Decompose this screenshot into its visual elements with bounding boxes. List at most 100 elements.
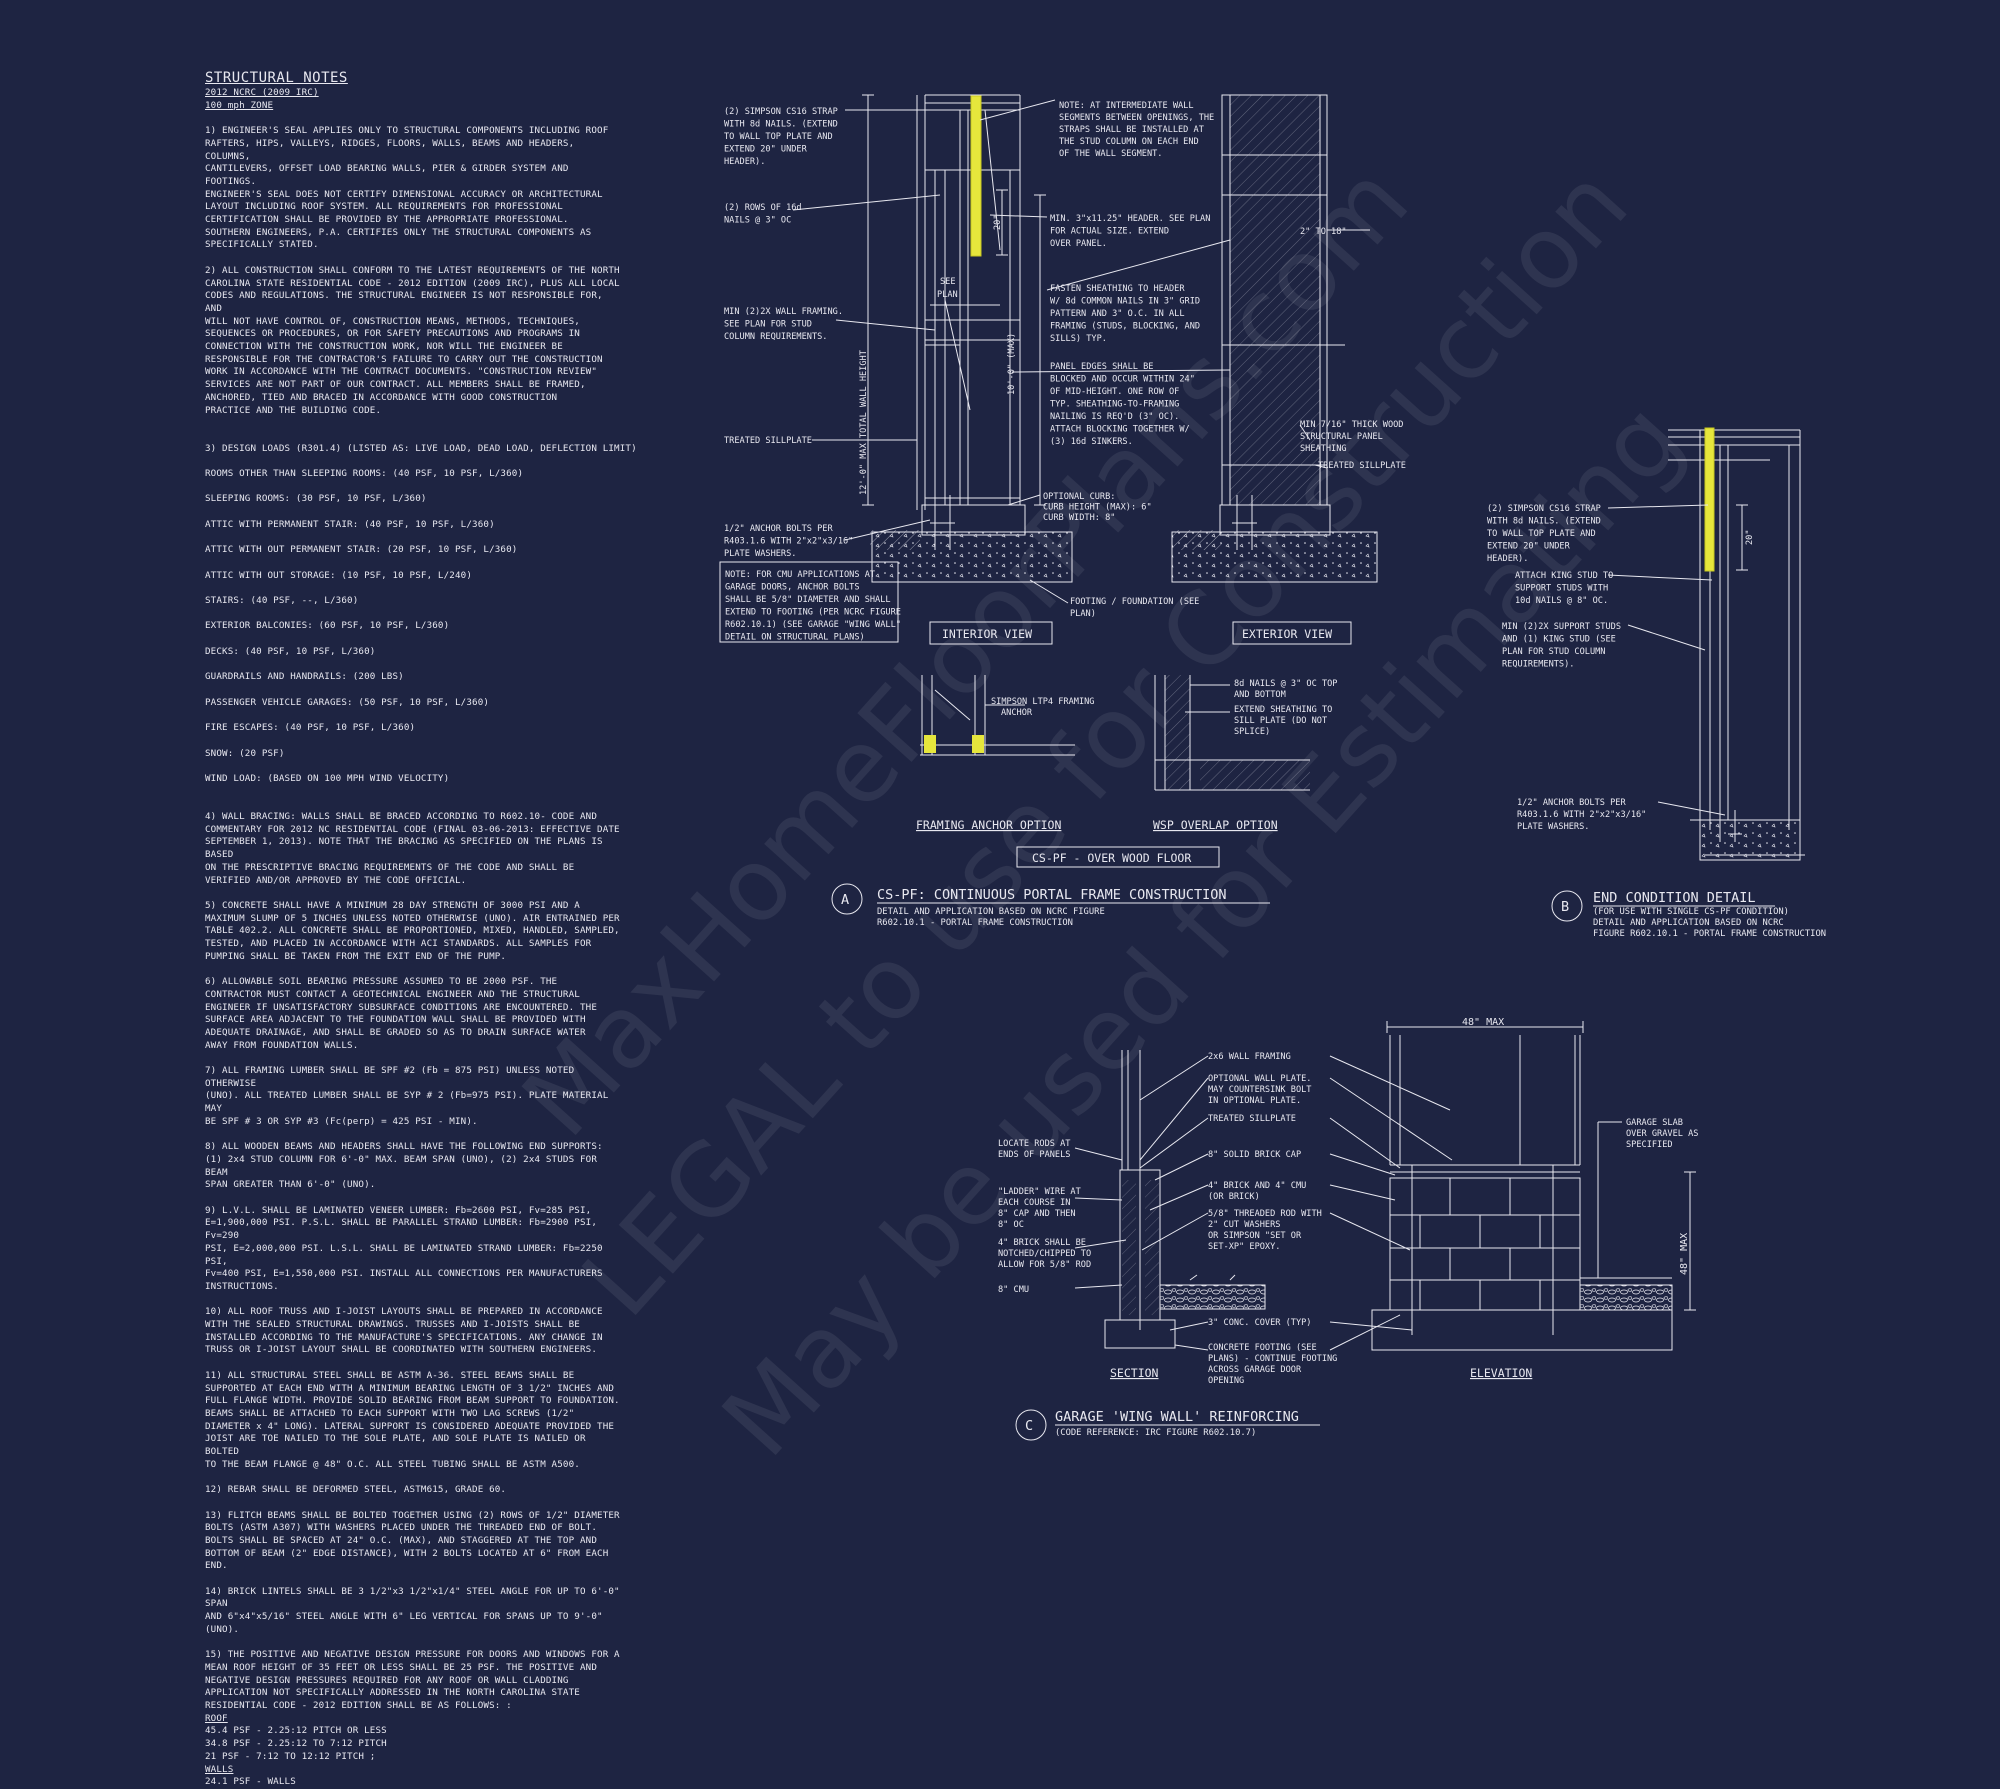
roof-heading: ROOF xyxy=(205,1712,228,1724)
note-3-line: GUARDRAILS AND HANDRAILS: (200 LBS) xyxy=(205,671,404,683)
notes-zone: 100 mph ZONE xyxy=(205,99,274,111)
detail-a-view-labels: INTERIOR VIEW EXTERIOR VIEW FRAMING ANCH… xyxy=(916,627,1332,865)
roof-line: 21 PSF - 7:12 TO 12:12 PITCH ; xyxy=(205,1750,376,1762)
label-panel-edges: PANEL EDGES SHALL BE BLOCKED AND OCCUR W… xyxy=(1050,362,1200,447)
note-13: 13) FLITCH BEAMS SHALL BE BOLTED TOGETHE… xyxy=(205,1509,620,1572)
label-optional-plate: OPTIONAL WALL PLATE. MAY COUNTERSINK BOL… xyxy=(1208,1074,1317,1106)
note-9: 9) L.V.L. SHALL BE LAMINATED VENEER LUMB… xyxy=(205,1204,603,1292)
label-cmu-note: NOTE: FOR CMU APPLICATIONS AT GARAGE DOO… xyxy=(725,570,906,643)
label-conc-cover: 3" CONC. COVER (TYP) xyxy=(1208,1318,1311,1328)
label-optional-curb: OPTIONAL CURB: CURB HEIGHT (MAX): 6" CUR… xyxy=(1043,492,1157,523)
note-3-line: ATTIC WITH OUT PERMANENT STAIR: (20 PSF,… xyxy=(205,544,518,556)
dim-2-to-18: 2" TO 18" xyxy=(1300,227,1347,237)
note-3-line: FIRE ESCAPES: (40 PSF, 10 PSF, L/360) xyxy=(205,722,416,734)
note-3-head: 3) DESIGN LOADS (R301.4) (LISTED AS: LIV… xyxy=(205,442,637,454)
label-anchor-bolts: 1/2" ANCHOR BOLTS PER R403.1.6 WITH 2"x2… xyxy=(724,524,859,559)
note-11: 11) ALL STRUCTURAL STEEL SHALL BE ASTM A… xyxy=(205,1369,620,1470)
note-3-line: EXTERIOR BALCONIES: (60 PSF, 10 PSF, L/3… xyxy=(205,620,450,632)
label-nail-rows: (2) ROWS OF 16d NAILS @ 3" OC xyxy=(724,203,807,226)
note-5: 5) CONCRETE SHALL HAVE A MINIMUM 28 DAY … xyxy=(205,899,620,962)
note-6: 6) ALLOWABLE SOIL BEARING PRESSURE ASSUM… xyxy=(205,976,598,1051)
detail-b-sub2: DETAIL AND APPLICATION BASED ON NCRC xyxy=(1593,918,1784,928)
note-3-line: ROOMS OTHER THAN SLEEPING ROOMS: (40 PSF… xyxy=(205,468,524,480)
dim-20in-b: 20" xyxy=(1745,529,1755,545)
detail-b-sub1: (FOR USE WITH SINGLE CS-PF CONDITION) xyxy=(1593,907,1789,917)
label-brick-notched: 4" BRICK SHALL BE NOTCHED/CHIPPED TO ALL… xyxy=(998,1238,1096,1270)
label-min-sheathing: MIN 7/16" THICK WOOD STRUCTURAL PANEL SH… xyxy=(1300,420,1409,454)
detail-c-view-labels: SECTION ELEVATION xyxy=(1110,1366,1532,1380)
detail-c-sub1: (CODE REFERENCE: IRC FIGURE R602.10.7) xyxy=(1055,1428,1256,1438)
detail-a-labels: (2) SIMPSON CS16 STRAP WITH 8d NAILS. (E… xyxy=(724,101,1409,737)
dim-48-max-vertical: 48" MAX xyxy=(1679,1233,1690,1275)
detail-b-circle xyxy=(1551,890,1583,922)
label-threaded-rod: 5/8" THREADED ROD WITH 2" CUT WASHERS OR… xyxy=(1208,1209,1327,1252)
note-12: 12) REBAR SHALL BE DEFORMED STEEL, ASTM6… xyxy=(205,1484,507,1496)
note-3-line: STAIRS: (40 PSF, --, L/360) xyxy=(205,595,359,607)
pressure-list: ROOF 45.4 PSF - 2.25:12 PITCH OR LESS 34… xyxy=(205,1713,625,1789)
notes-title: STRUCTURAL NOTES xyxy=(205,70,348,86)
end-condition-drawing xyxy=(1668,429,1805,861)
label-treated-sillplate-c: TREATED SILLPLATE xyxy=(1208,1114,1296,1124)
ltp4-anchor-mark xyxy=(972,735,984,753)
cspf-label-box xyxy=(1016,846,1220,868)
label-king-stud: ATTACH KING STUD TO SUPPORT STUDS WITH 1… xyxy=(1515,571,1619,606)
detail-a-circle-letter: A xyxy=(841,892,849,908)
detail-a-circle xyxy=(831,883,863,915)
label-brick-cap: 8" SOLID BRICK CAP xyxy=(1208,1150,1301,1160)
label-garage-slab: GARAGE SLAB OVER GRAVEL AS SPECIFIED xyxy=(1626,1118,1704,1150)
detail-b-circle-letter: B xyxy=(1561,899,1569,915)
detail-c-leaders xyxy=(1074,1055,1622,1351)
strap-highlight xyxy=(970,95,982,257)
exterior-view-drawing xyxy=(1171,94,1378,583)
label-support-studs: MIN (2)2X SUPPORT STUDS AND (1) KING STU… xyxy=(1502,622,1626,670)
wing-wall-section-drawing xyxy=(1104,1050,1266,1349)
dim-total-wall-height: 12'-0" MAX TOTAL WALL HEIGHT xyxy=(859,350,869,495)
label-2x6-framing: 2x6 WALL FRAMING xyxy=(1208,1052,1291,1062)
interior-view-drawing xyxy=(862,94,1073,583)
label-ladder-wire: "LADDER" WIRE AT EACH COURSE IN 8" CAP A… xyxy=(998,1187,1086,1230)
label-fasten-sheathing: FASTEN SHEATHING TO HEADER W/ 8d COMMON … xyxy=(1050,284,1205,344)
label-ltp4: SIMPSON LTP4 FRAMING ANCHOR xyxy=(991,697,1100,718)
note-1: 1) ENGINEER'S SEAL APPLIES ONLY TO STRUC… xyxy=(205,125,609,251)
roof-line: 45.4 PSF - 2.25:12 PITCH OR LESS xyxy=(205,1725,387,1737)
dim-48-max: 48" MAX xyxy=(1462,1017,1504,1028)
cmu-note-box xyxy=(719,561,899,643)
drawing-sheet: (2) SIMPSON CS16 STRAP WITH 8d NAILS. (E… xyxy=(719,94,1826,1441)
detail-b-labels: (2) SIMPSON CS16 STRAP WITH 8d NAILS. (E… xyxy=(1487,504,1755,832)
label-8d-nails: 8d NAILS @ 3" OC TOP AND BOTTOM xyxy=(1234,679,1343,700)
detail-a-sub1: DETAIL AND APPLICATION BASED ON NCRC FIG… xyxy=(877,907,1105,917)
note-10: 10) ALL ROOF TRUSS AND I-JOIST LAYOUTS S… xyxy=(205,1306,603,1356)
note-3-line: PASSENGER VEHICLE GARAGES: (50 PSF, 10 P… xyxy=(205,696,490,708)
detail-c-title: GARAGE 'WING WALL' REINFORCING xyxy=(1055,1409,1299,1425)
strap-highlight-b xyxy=(1704,427,1715,572)
label-locate-rods: LOCATE RODS AT ENDS OF PANELS xyxy=(998,1139,1076,1160)
interior-view-label: INTERIOR VIEW xyxy=(942,627,1032,641)
label-anchor-bolts-b: 1/2" ANCHOR BOLTS PER R403.1.6 WITH 2"x2… xyxy=(1517,798,1652,832)
note-3-line: WIND LOAD: (BASED ON 100 MPH WIND VELOCI… xyxy=(205,772,450,784)
label-intermediate-note: NOTE: AT INTERMEDIATE WALL SEGMENTS BETW… xyxy=(1059,101,1219,159)
note-3-line: ATTIC WITH PERMANENT STAIR: (40 PSF, 10 … xyxy=(205,518,495,530)
framing-anchor-option-label: FRAMING ANCHOR OPTION xyxy=(916,818,1061,832)
label-extend-sheathing: EXTEND SHEATHING TO SILL PLATE (DO NOT S… xyxy=(1234,705,1338,737)
note-8: 8) ALL WOODEN BEAMS AND HEADERS SHALL HA… xyxy=(205,1141,603,1191)
section-label: SECTION xyxy=(1110,1366,1159,1380)
detail-c-circle xyxy=(1015,1409,1047,1441)
dim-10ft: 10'-0" (MAX) xyxy=(1007,333,1017,395)
detail-a-leaders xyxy=(792,99,1328,604)
note-14: 14) BRICK LINTELS SHALL BE 3 1/2"x3 1/2"… xyxy=(205,1585,620,1635)
detail-a-title: CS-PF: CONTINUOUS PORTAL FRAME CONSTRUCT… xyxy=(877,887,1227,903)
label-concrete-footing: CONCRETE FOOTING (SEE PLANS) - CONTINUE … xyxy=(1208,1343,1343,1386)
note-3: 3) DESIGN LOADS (R301.4) (LISTED AS: LIV… xyxy=(205,430,637,798)
label-header: MIN. 3"x11.25" HEADER. SEE PLAN FOR ACTU… xyxy=(1050,214,1216,249)
label-strap-a: (2) SIMPSON CS16 STRAP WITH 8d NAILS. (E… xyxy=(724,107,843,167)
label-treated-sillplate: TREATED SILLPLATE xyxy=(724,436,812,446)
wing-wall-elevation-drawing xyxy=(1371,1021,1696,1351)
note-3-line: SLEEPING ROOMS: (30 PSF, 10 PSF, L/360) xyxy=(205,493,427,505)
ltp4-anchor-mark xyxy=(924,735,936,753)
dim-20in: 20" xyxy=(993,214,1003,230)
framing-anchor-drawing xyxy=(920,675,1075,756)
detail-b-sub3: FIGURE R602.10.1 - PORTAL FRAME CONSTRUC… xyxy=(1593,929,1826,939)
detail-b-leaders xyxy=(1607,504,1726,816)
roof-line: 34.8 PSF - 2.25:12 TO 7:12 PITCH xyxy=(205,1738,387,1750)
note-3-line: DECKS: (40 PSF, 10 PSF, L/360) xyxy=(205,645,376,657)
